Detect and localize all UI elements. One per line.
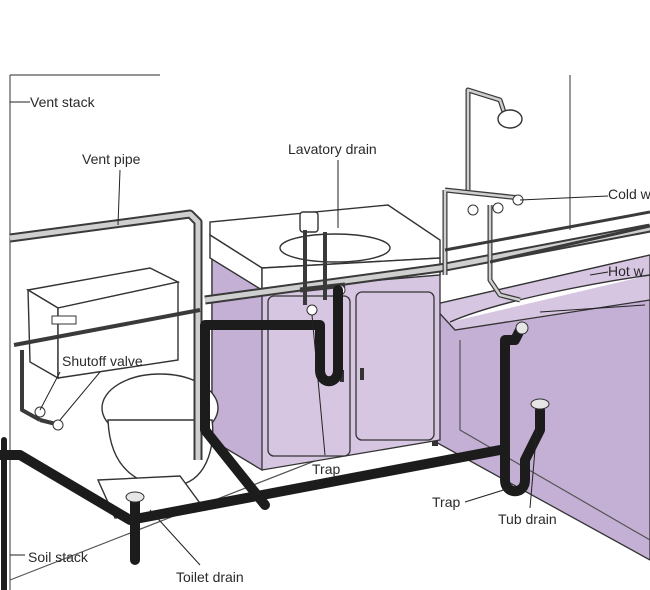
label-vent-stack: Vent stack [30, 94, 96, 110]
label-lavatory-drain: Lavatory drain [288, 141, 377, 157]
label-trap-lavatory: Trap [312, 461, 340, 477]
vanity-cabinet [211, 256, 441, 472]
drain-pipes [0, 285, 550, 590]
label-cold-water: Cold w [608, 186, 650, 202]
label-trap-tub: Trap [432, 494, 460, 510]
label-hot-water: Hot w [608, 263, 645, 279]
label-soil-stack: Soil stack [28, 549, 89, 565]
toilet-supply [13, 308, 201, 431]
label-vent-pipe: Vent pipe [82, 151, 141, 167]
leader-lines [10, 101, 646, 566]
label-tub-drain: Tub drain [498, 511, 557, 527]
label-shutoff-valve: Shutoff valve [62, 353, 143, 369]
label-toilet-drain: Toilet drain [176, 569, 244, 585]
labels: Vent stack Vent pipe Lavatory drain Cold… [28, 94, 650, 585]
shower-supply [442, 87, 650, 303]
